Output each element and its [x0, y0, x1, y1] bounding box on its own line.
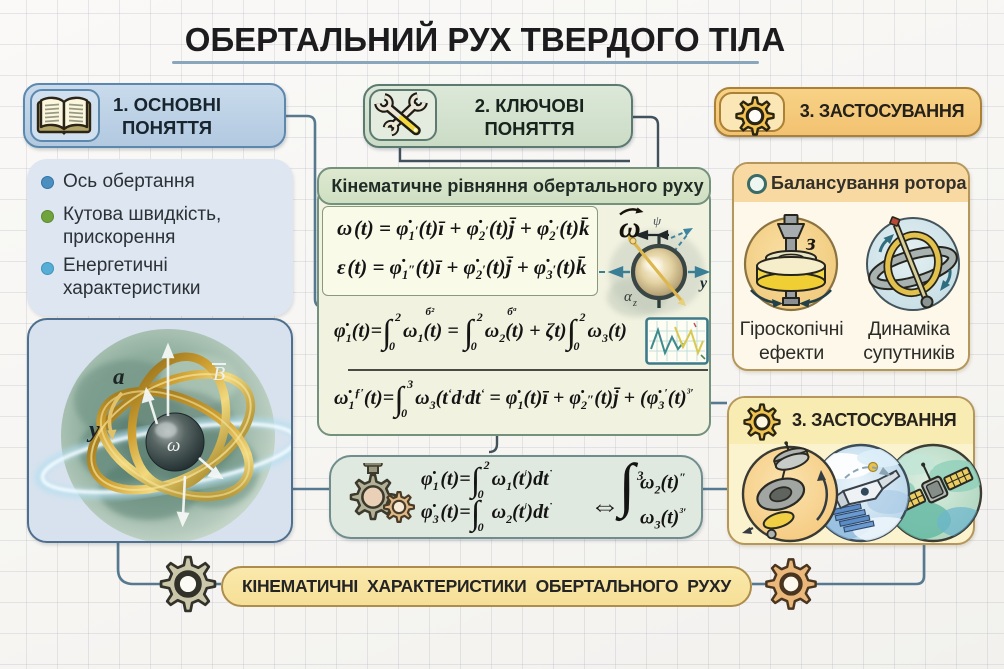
svg-text:z: z	[632, 298, 637, 309]
svg-text:ɜ: ɜ	[805, 230, 816, 256]
svg-text:α: α	[624, 289, 633, 305]
svg-text:ω: ω	[167, 435, 180, 456]
svg-text:y: y	[86, 417, 100, 443]
svg-text:ψ: ψ	[653, 213, 662, 228]
svg-text:B: B	[213, 363, 225, 385]
svg-text:y: y	[698, 275, 708, 292]
svg-text:a: a	[113, 364, 125, 389]
